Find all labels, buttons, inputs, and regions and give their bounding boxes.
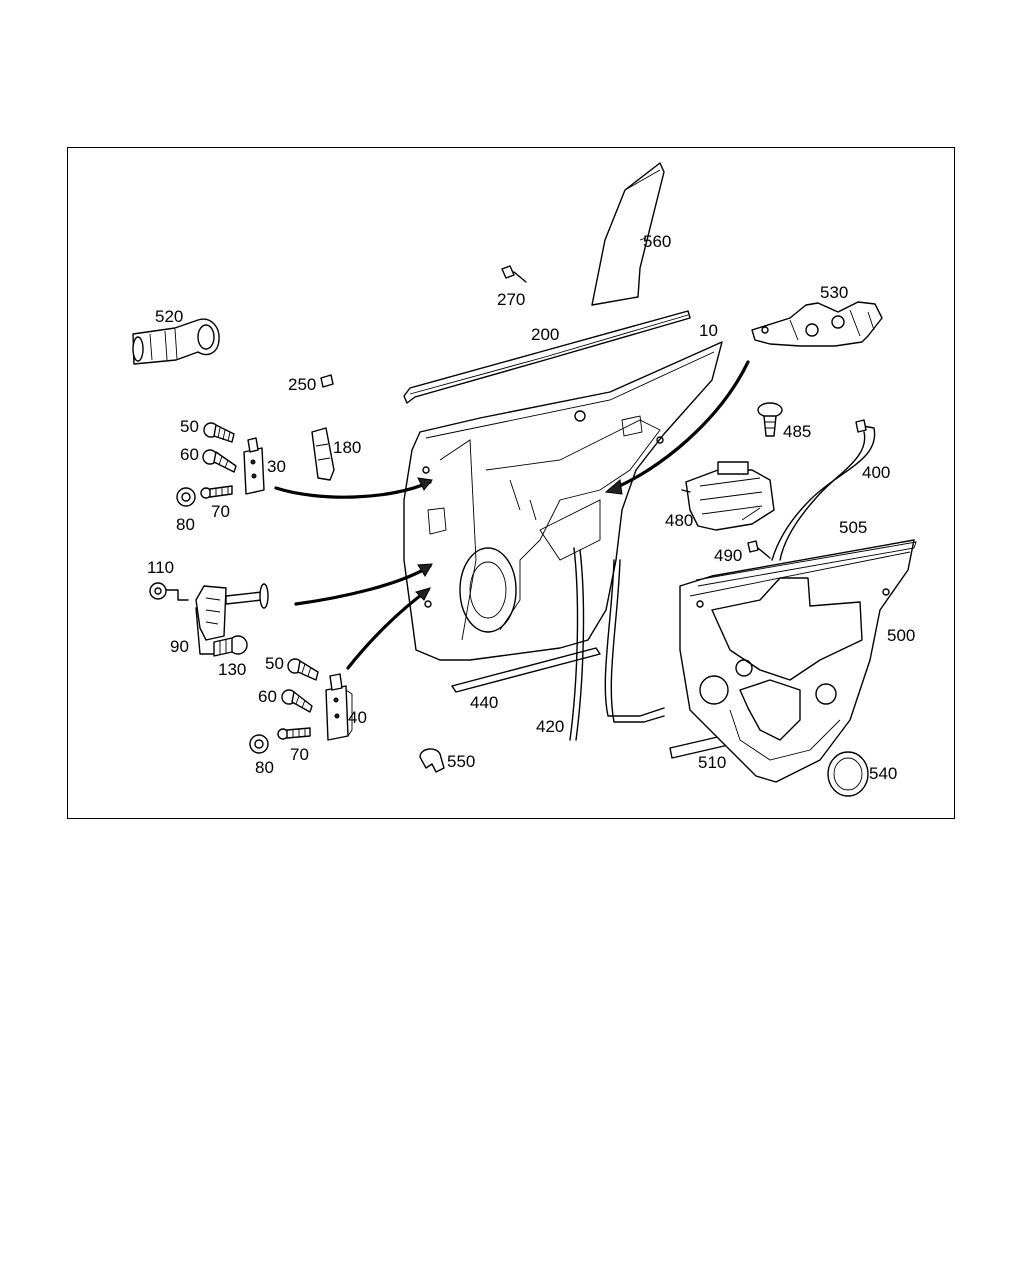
label-80-upper: 80 bbox=[176, 515, 195, 534]
label-10: 10 bbox=[699, 321, 718, 340]
plug-cap-part bbox=[827, 751, 869, 797]
door-check-part bbox=[149, 582, 269, 655]
label-130: 130 bbox=[218, 660, 246, 679]
label-60-lower: 60 bbox=[258, 687, 277, 706]
control-module-part bbox=[681, 461, 775, 531]
label-530: 530 bbox=[820, 283, 848, 302]
bracket-part bbox=[751, 301, 883, 347]
small-clip-part bbox=[320, 374, 334, 388]
assembly-arrows bbox=[274, 360, 750, 670]
upper-hinge-part bbox=[243, 437, 265, 495]
label-520: 520 bbox=[155, 307, 183, 326]
guide-part bbox=[311, 427, 335, 481]
screw-70-lower bbox=[277, 727, 311, 740]
label-400: 400 bbox=[862, 463, 890, 482]
door-module-panel bbox=[679, 539, 915, 783]
label-110: 110 bbox=[147, 558, 174, 577]
small-rivet-part bbox=[747, 540, 771, 559]
leader-lines bbox=[741, 507, 761, 521]
screw-60-lower bbox=[281, 689, 313, 713]
push-rivet-part bbox=[757, 402, 783, 437]
nut-80-upper bbox=[176, 487, 196, 507]
label-560: 560 bbox=[643, 232, 671, 251]
screw-50-upper bbox=[203, 422, 235, 443]
screw-70-upper bbox=[200, 485, 233, 499]
vertical-seal-part bbox=[569, 547, 665, 741]
inner-door-panel bbox=[403, 341, 723, 661]
part-labels: 560 270 200 10 530 520 250 485 180 400 5… bbox=[147, 232, 915, 783]
label-180: 180 bbox=[333, 438, 361, 457]
label-540: 540 bbox=[869, 764, 897, 783]
label-500: 500 bbox=[887, 626, 915, 645]
label-270: 270 bbox=[497, 290, 525, 309]
screw-50-lower bbox=[287, 658, 319, 681]
label-420: 420 bbox=[536, 717, 564, 736]
label-70-lower: 70 bbox=[290, 745, 309, 764]
label-90: 90 bbox=[170, 637, 189, 656]
label-40: 40 bbox=[348, 708, 367, 727]
lower-hinge-part bbox=[325, 673, 353, 741]
diagram-frame bbox=[67, 147, 955, 819]
label-550: 550 bbox=[447, 752, 475, 771]
cable-part bbox=[771, 419, 876, 561]
window-seal-strip bbox=[403, 310, 691, 404]
label-70-upper: 70 bbox=[211, 502, 230, 521]
clamp-part bbox=[419, 748, 445, 773]
label-505: 505 bbox=[839, 518, 867, 537]
label-490: 490 bbox=[714, 546, 742, 565]
sill-strip-part bbox=[451, 647, 601, 693]
label-30: 30 bbox=[267, 457, 286, 476]
bolt-130 bbox=[213, 635, 248, 657]
label-200: 200 bbox=[531, 325, 559, 344]
label-480: 480 bbox=[665, 511, 693, 530]
label-50-upper: 50 bbox=[180, 417, 199, 436]
label-80-lower: 80 bbox=[255, 758, 274, 777]
nut-80-lower bbox=[249, 734, 269, 754]
window-trim-part bbox=[591, 162, 665, 306]
label-50-lower: 50 bbox=[265, 654, 284, 673]
label-250: 250 bbox=[288, 375, 316, 394]
handle-housing-part bbox=[132, 318, 220, 365]
screw-60-upper bbox=[202, 449, 237, 473]
label-485: 485 bbox=[783, 422, 811, 441]
label-510: 510 bbox=[698, 753, 726, 772]
label-60-upper: 60 bbox=[180, 445, 199, 464]
label-440: 440 bbox=[470, 693, 498, 712]
seal-505 bbox=[695, 541, 917, 587]
clip-part bbox=[501, 265, 527, 283]
